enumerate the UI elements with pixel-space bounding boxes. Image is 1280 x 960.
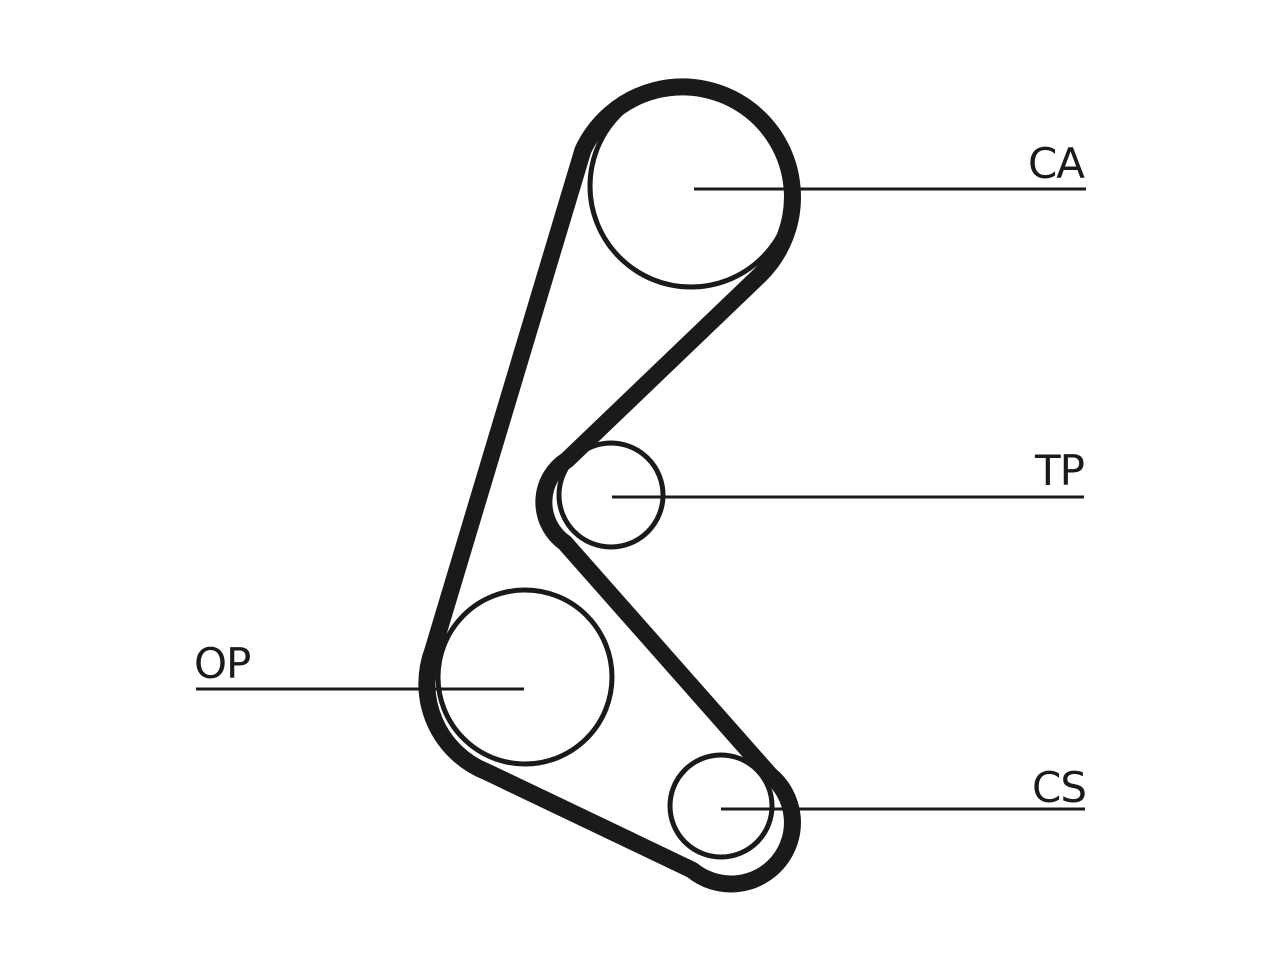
oil-pump-label: OP xyxy=(194,639,250,688)
crankshaft-label: CS xyxy=(1032,763,1086,812)
crankshaft-pulley xyxy=(667,752,775,860)
tensioner-pulley xyxy=(556,440,666,550)
camshaft-label: CA xyxy=(1028,139,1085,188)
oil-pump-pulley xyxy=(435,587,615,767)
camshaft-pulley xyxy=(587,82,795,290)
timing-belt xyxy=(418,78,801,893)
tensioner-label: TP xyxy=(1034,446,1084,495)
